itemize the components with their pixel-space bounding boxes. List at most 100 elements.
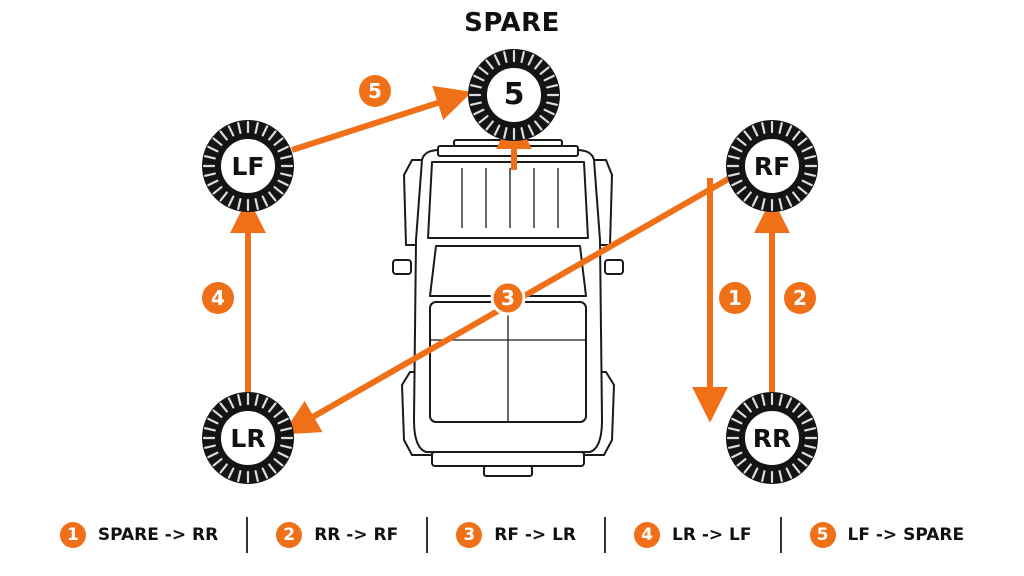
tire-tread	[478, 115, 489, 124]
tire-tread	[761, 394, 766, 406]
tire-tread	[485, 120, 494, 131]
tire-tread	[743, 191, 752, 202]
tire-tread	[237, 394, 242, 406]
tire-tread	[207, 179, 219, 187]
svg-text:4: 4	[211, 286, 225, 310]
tire-tread	[261, 467, 269, 479]
tire-tread	[801, 145, 813, 153]
tire-tread	[268, 402, 277, 413]
tire-tread	[493, 54, 501, 66]
tire-tread	[797, 458, 808, 467]
tire-tread	[503, 51, 508, 63]
tire-label-lr: LR	[230, 424, 265, 453]
tire-tread	[546, 84, 558, 89]
tire-tread	[728, 172, 740, 177]
tire-tread	[227, 125, 235, 137]
tire-tread	[204, 427, 216, 432]
tire-tread	[273, 186, 284, 195]
tire-tread	[731, 179, 743, 187]
tire-tread	[539, 115, 550, 124]
tire-tread	[804, 444, 816, 449]
diagram-step-badge-4: 4	[202, 282, 234, 314]
tire-tread	[273, 137, 284, 146]
tire-tread	[527, 124, 535, 136]
tire-tread	[485, 59, 494, 70]
tire-tread	[280, 172, 292, 177]
tire-label-spare: 5	[504, 77, 525, 112]
step-badge-2: 2	[276, 522, 303, 548]
step-badge-5: 5	[809, 522, 836, 548]
legend-item-1: 1 SPARE -> RR	[32, 515, 246, 555]
tire-tread	[207, 145, 219, 153]
tire-tread	[473, 74, 485, 82]
tire-tread	[728, 444, 740, 449]
legend-divider	[246, 517, 249, 553]
tire-tread	[792, 130, 801, 141]
tire-tread	[280, 427, 292, 432]
legend-item-5: 5 LF -> SPARE	[782, 515, 993, 555]
tire-tread	[520, 127, 525, 139]
tire-tread	[470, 84, 482, 89]
legend-text-5: LF -> SPARE	[847, 525, 965, 545]
tire-label-rf: RF	[754, 152, 790, 181]
legend-item-2: 2 RR -> RF	[248, 515, 426, 555]
tire-tread	[237, 198, 242, 210]
tire-tread	[804, 172, 816, 177]
tire-tread	[731, 451, 743, 459]
tire-tread	[520, 51, 525, 63]
tire-tread	[731, 417, 743, 425]
tire-tread	[543, 74, 555, 82]
tire-tread	[743, 130, 752, 141]
tire-tread	[778, 198, 783, 210]
tire-label-lf: LF	[231, 152, 264, 181]
legend-text-2: RR -> RF	[314, 525, 399, 545]
spare-title: SPARE	[464, 8, 560, 38]
tire-tread	[473, 108, 485, 116]
tire-tread	[543, 108, 555, 116]
tire-tread	[751, 467, 759, 479]
tire-tread	[728, 427, 740, 432]
tire-tread	[219, 191, 228, 202]
tire-tread	[778, 122, 783, 134]
svg-text:1: 1	[728, 286, 742, 310]
legend-divider	[426, 517, 429, 553]
step-badge-1: 1	[59, 522, 86, 548]
tire-tread	[204, 444, 216, 449]
tire-tread	[546, 101, 558, 106]
tire-tread	[227, 397, 235, 409]
diagram-step-badge-3: 3	[490, 280, 526, 316]
tire-tread	[204, 155, 216, 160]
tire-tread	[268, 191, 277, 202]
tire-tread	[273, 458, 284, 467]
tire-tread	[254, 122, 259, 134]
tire-tread	[728, 155, 740, 160]
tire-tread	[743, 463, 752, 474]
tire-tread	[273, 409, 284, 418]
tire-tread	[534, 59, 543, 70]
arrow-lf-to-spare	[291, 85, 472, 153]
tire-tread	[227, 467, 235, 479]
tire-tread	[254, 470, 259, 482]
tire-tread	[268, 130, 277, 141]
legend-item-3: 3 RF -> LR	[428, 515, 604, 555]
tire-tread	[254, 198, 259, 210]
tire-tread	[503, 127, 508, 139]
tire-tread	[277, 145, 289, 153]
tire-tread	[785, 467, 793, 479]
tire-tread	[761, 470, 766, 482]
tire-tread	[534, 120, 543, 131]
tire-tread	[212, 409, 223, 418]
tire-tread	[277, 179, 289, 187]
tire-tread	[237, 470, 242, 482]
tire-label-rr: RR	[753, 424, 792, 453]
tire-tread	[493, 124, 501, 136]
tire-tread	[207, 417, 219, 425]
tire-tread	[261, 397, 269, 409]
tire-tread	[261, 195, 269, 207]
tire-tread	[736, 186, 747, 195]
tire-tread	[227, 195, 235, 207]
tire-tread	[751, 125, 759, 137]
step-badge-3: 3	[456, 522, 483, 548]
tire-tread	[539, 66, 550, 75]
legend-text-3: RF -> LR	[494, 525, 576, 545]
